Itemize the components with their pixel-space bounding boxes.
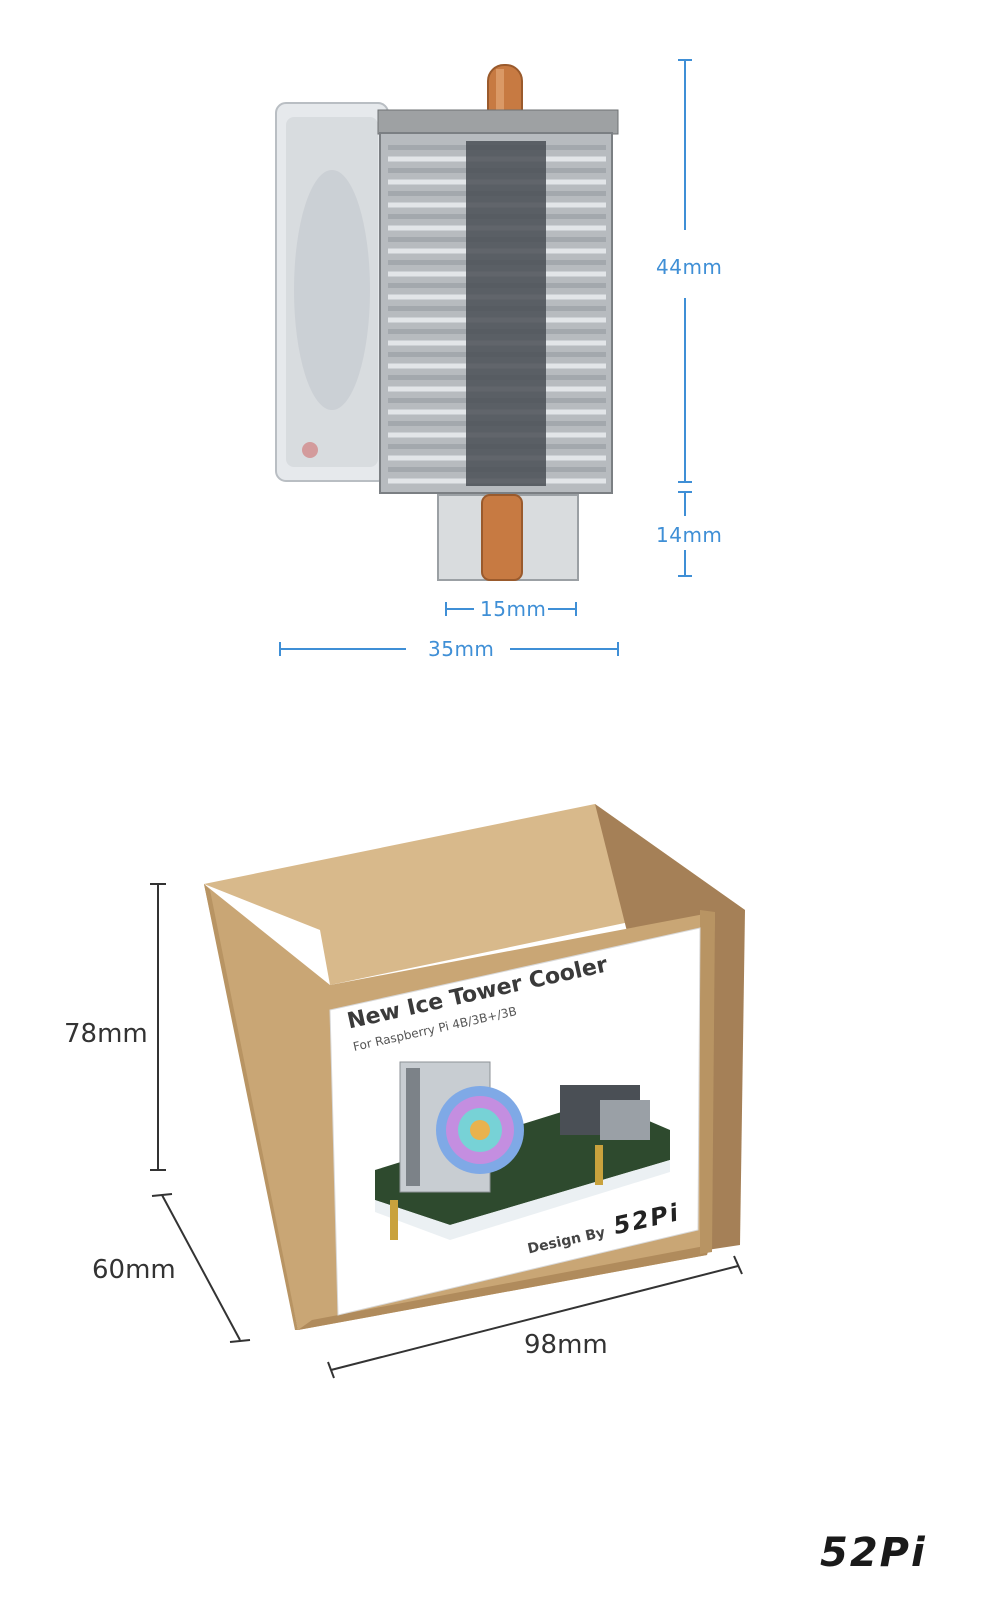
box-height-label: 78mm bbox=[64, 1019, 148, 1049]
cooler-width-label: 35mm bbox=[428, 637, 495, 661]
box-width-label: 98mm bbox=[524, 1330, 608, 1360]
box-illustration bbox=[204, 804, 745, 1330]
dimension-line-78mm bbox=[150, 883, 166, 1171]
cooler-figure bbox=[270, 55, 630, 595]
cooler-base-height-label: 14mm bbox=[656, 523, 723, 547]
cooler-base-width-label: 15mm bbox=[480, 597, 547, 621]
dimension-line-15mm bbox=[445, 602, 577, 616]
cooler-height-label: 44mm bbox=[656, 255, 723, 279]
dimension-line-98mm bbox=[327, 1255, 743, 1379]
box-label-product-image bbox=[375, 1061, 670, 1240]
footer-brand-logo: 52Pi bbox=[820, 1530, 927, 1576]
dimension-line-60mm bbox=[151, 1193, 251, 1343]
dimension-line-44mm bbox=[678, 59, 692, 577]
dimension-line-35mm bbox=[279, 642, 619, 656]
box-depth-label: 60mm bbox=[92, 1255, 176, 1285]
cooler-image bbox=[275, 64, 619, 581]
product-box bbox=[200, 800, 760, 1340]
